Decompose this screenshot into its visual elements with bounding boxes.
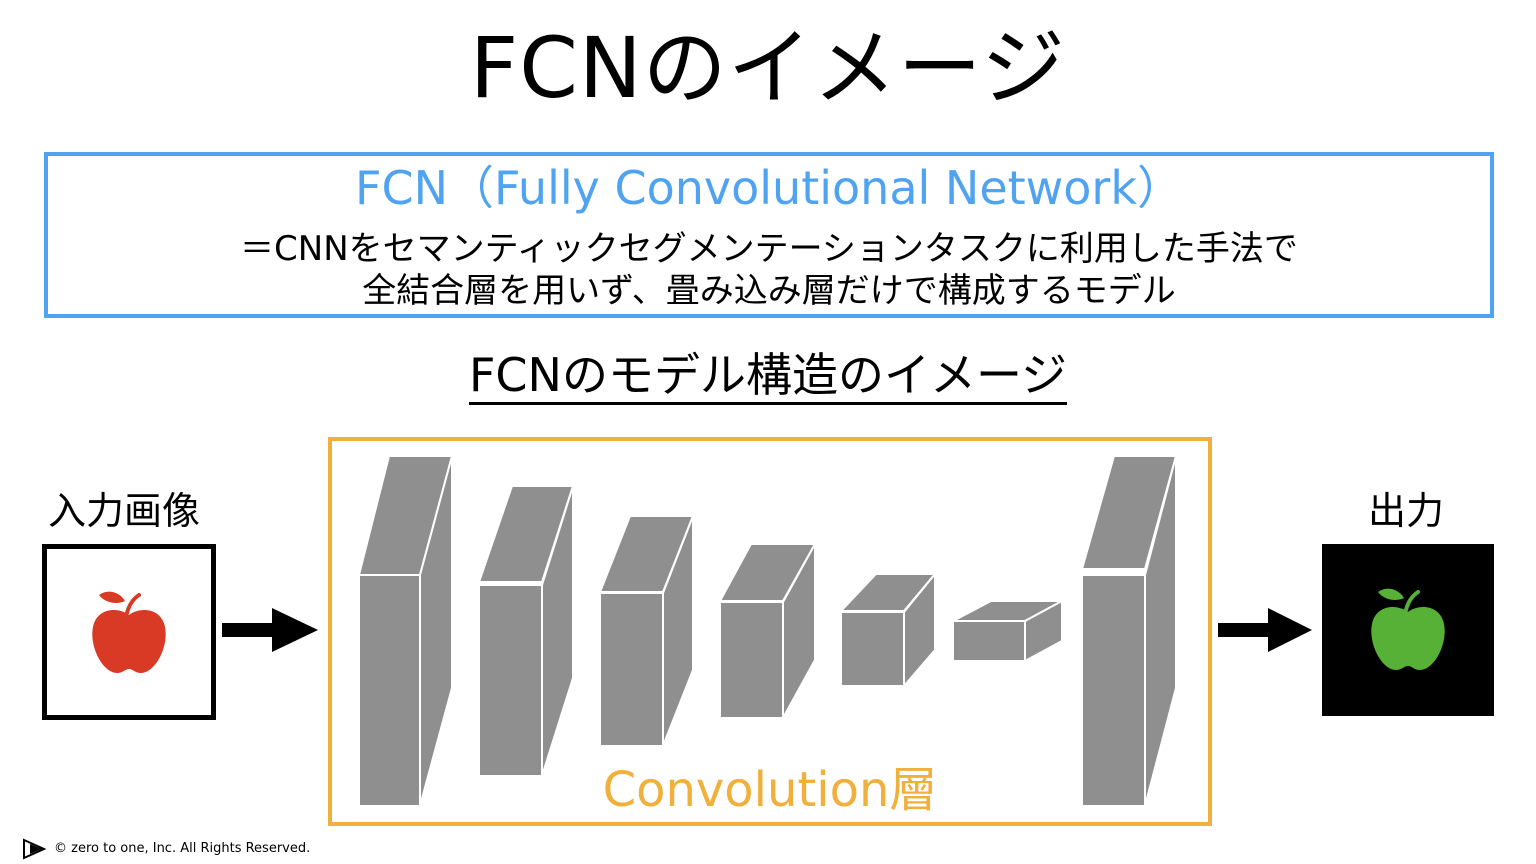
input-image-frame <box>42 544 216 720</box>
slide-title: FCNのイメージ <box>469 19 1067 117</box>
apple-icon <box>1371 588 1445 670</box>
definition-line-1: ＝CNNをセマンティックセグメンテーションタスクに利用した手法で <box>240 229 1298 269</box>
convolution-layer-label: Convolution層 <box>602 762 938 818</box>
footer: © zero to one, Inc. All Rights Reserved. <box>22 838 310 860</box>
model-subtitle: FCNのモデル構造のイメージ <box>0 346 1536 405</box>
model-subtitle-text: FCNのモデル構造のイメージ <box>468 348 1068 405</box>
arrow-right-icon <box>1218 608 1312 652</box>
conv-block-5 <box>838 571 938 689</box>
conv-block-6 <box>952 599 1063 663</box>
conv-block-4 <box>718 543 817 719</box>
conv-block-7 <box>1080 455 1178 807</box>
definition-box: FCN（Fully Convolutional Network） ＝CNNをセマ… <box>44 152 1494 318</box>
conv-block-1 <box>357 455 454 807</box>
arrow-right-icon <box>222 608 318 652</box>
conv-block-3 <box>598 515 695 747</box>
play-triangle-logo-icon <box>23 838 47 860</box>
input-image-label: 入力画像 <box>48 489 201 533</box>
apple-icon <box>92 591 166 673</box>
convolution-layers-box <box>328 437 1212 826</box>
output-label: 出力 <box>1368 489 1445 533</box>
definition-line-2: 全結合層を用いず、畳み込み層だけで構成するモデル <box>362 271 1176 311</box>
copyright-text: © zero to one, Inc. All Rights Reserved. <box>54 841 311 856</box>
output-image-frame <box>1322 544 1494 716</box>
definition-heading: FCN（Fully Convolutional Network） <box>355 161 1183 215</box>
conv-block-2 <box>477 485 575 777</box>
